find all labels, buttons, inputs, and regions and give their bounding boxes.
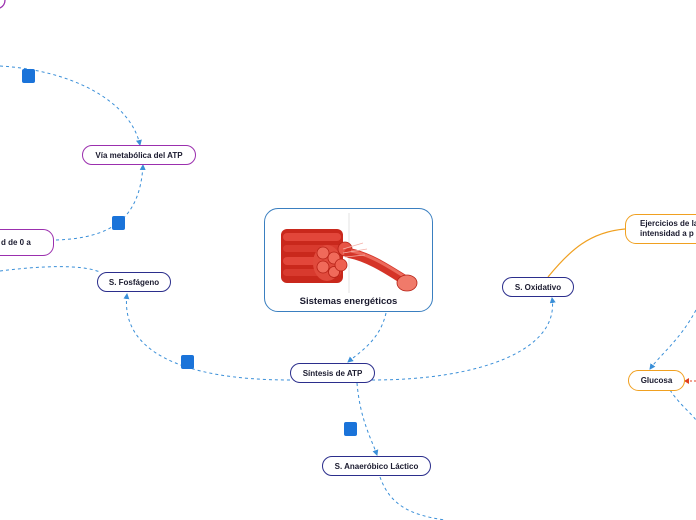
node-glucosa[interactable]: Glucosa: [628, 370, 685, 391]
collapse-handle-fosfageno[interactable]: [181, 355, 194, 369]
node-ejercicios-line1: Ejercicios de la: [640, 219, 696, 228]
node-ejercicios-partial[interactable]: Ejercicios de la intensidad a p: [625, 214, 696, 244]
node-via-metabolica[interactable]: Vía metabólica del ATP: [82, 145, 196, 165]
connector-sintesis-to-oxidativo: [371, 297, 556, 381]
connector-oxidativo-to-ejercicios: [547, 228, 626, 278]
node-sintesis-label: Síntesis de ATP: [302, 368, 363, 378]
collapse-handle-anaerobico[interactable]: [344, 422, 357, 436]
collapse-handle-capacidad[interactable]: [112, 216, 125, 230]
node-via-metabolica-label: Vía metabólica del ATP: [95, 150, 183, 160]
connector-right-to-glucosa: [649, 309, 696, 370]
red-arrowhead: [684, 378, 689, 384]
connector-sintesis-to-anaerobico: [356, 382, 379, 456]
node-ejercicios-line2: intensidad a p: [640, 229, 694, 238]
node-oxidativo-label: S. Oxidativo: [514, 282, 562, 292]
connector-capacidad-to-via: [55, 164, 146, 241]
node-anaerobico-label: S. Anaeróbico Láctico: [334, 461, 419, 471]
node-capacidad-label: d de 0 a: [1, 238, 31, 247]
connector-central-to-sintesis: [347, 312, 387, 363]
connector-sintesis-to-fosfageno: [123, 293, 291, 381]
connector-anaerobico-down: [379, 476, 446, 520]
node-sintesis-atp[interactable]: Síntesis de ATP: [290, 363, 375, 383]
top-left-partial-node: [0, 0, 6, 9]
connector-glucosa-down: [669, 389, 696, 421]
node-glucosa-label: Glucosa: [640, 376, 673, 385]
node-oxidativo[interactable]: S. Oxidativo: [502, 277, 574, 297]
central-topic-title: Sistemas energéticos: [299, 296, 398, 307]
node-fosfageno-label: S. Fosfágeno: [108, 277, 160, 287]
central-topic-node[interactable]: Sistemas energéticos: [264, 208, 433, 312]
connector-left-to-fosfageno: [0, 266, 101, 273]
node-fosfageno[interactable]: S. Fosfágeno: [97, 272, 171, 292]
node-anaerobico-lactico[interactable]: S. Anaeróbico Láctico: [322, 456, 431, 476]
connector-top-to-via: [0, 65, 142, 146]
node-capacidad-partial[interactable]: d de 0 a: [0, 229, 54, 256]
muscle-fiber-image: [281, 213, 418, 293]
node-ejercicios-text: Ejercicios de la intensidad a p: [640, 219, 696, 239]
collapse-handle-top-left[interactable]: [22, 69, 35, 83]
